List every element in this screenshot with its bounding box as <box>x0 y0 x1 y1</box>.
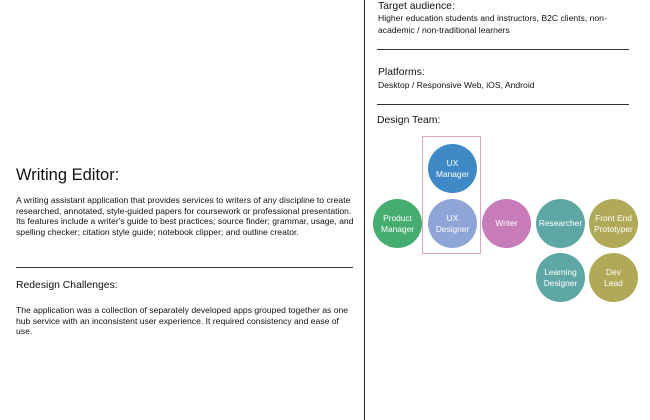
column-divider <box>364 0 365 420</box>
team-member-ux-designer: UX Designer <box>428 199 477 248</box>
section-divider <box>377 104 629 105</box>
team-member-dev-lead: Dev Lead <box>589 253 638 302</box>
section-divider <box>377 49 629 50</box>
audience-text: Higher education students and instructor… <box>378 13 607 35</box>
team-member-researcher: Researcher <box>536 199 585 248</box>
project-title: Writing Editor: <box>16 166 120 184</box>
platforms-text: Desktop / Responsive Web, iOS, Android <box>378 80 535 90</box>
audience-title: Target audience: <box>378 1 455 12</box>
challenges-text: The application was a collection of sepa… <box>16 305 349 337</box>
team-member-learning-designer: Learning Designer <box>536 253 585 302</box>
team-member-product-manager: Product Manager <box>373 199 422 248</box>
section-divider <box>16 267 353 268</box>
team-member-front-end-prototyper: Front End Prototyper <box>589 199 638 248</box>
challenges-title: Redesign Challenges: <box>16 280 118 291</box>
team-member-writer: Writer <box>482 199 531 248</box>
platforms-title: Platforms: <box>378 67 425 78</box>
project-description: A writing assistant application that pro… <box>16 195 354 237</box>
team-member-ux-manager: UX Manager <box>428 144 477 193</box>
ux-team-highlight <box>422 136 481 254</box>
design-team-title: Design Team: <box>377 115 441 126</box>
